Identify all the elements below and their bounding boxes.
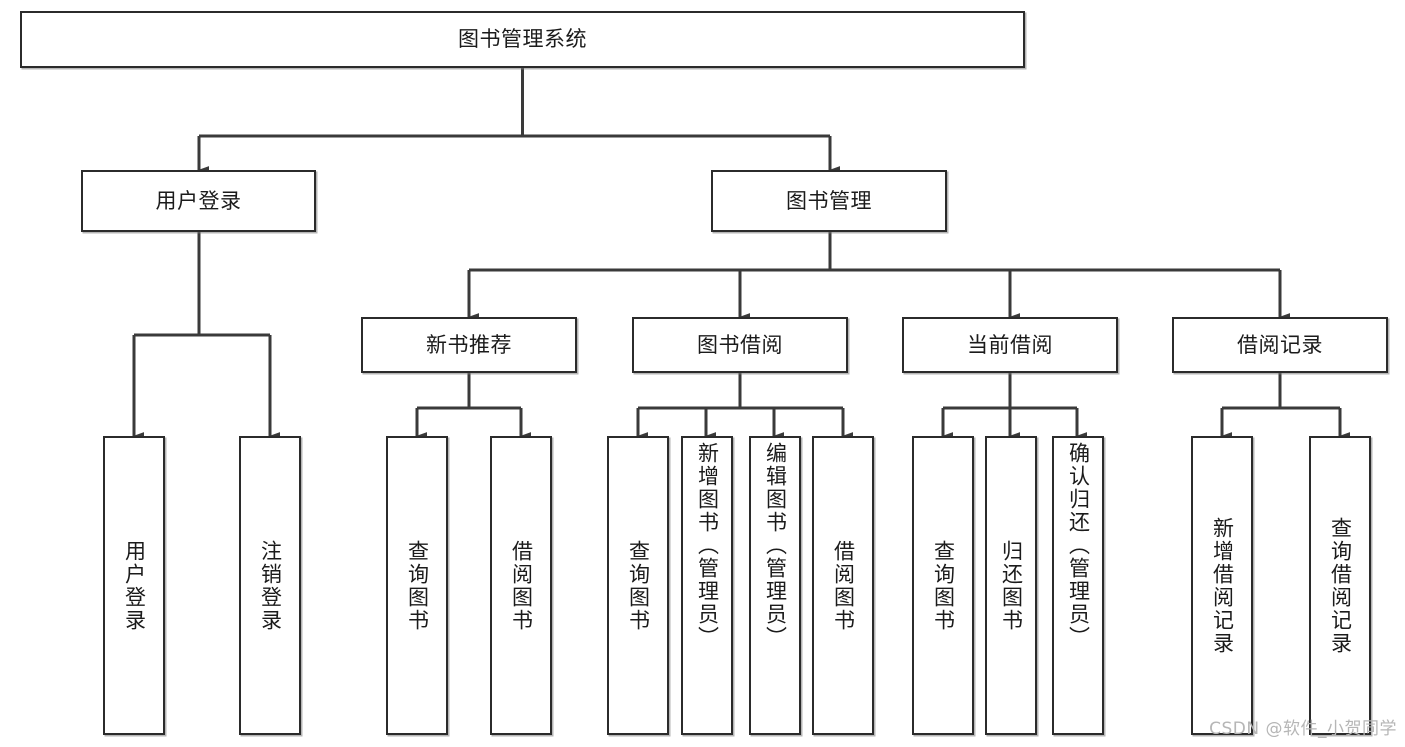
node-leaf-borrow-book-2-label: 借阅图书 [831,539,856,632]
node-leaf-logout-label: 注销登录 [258,539,283,632]
node-new-book-recommend-label: 新书推荐 [426,332,512,357]
node-leaf-confirm-return-label: 确认归还（管理员） [1066,442,1091,649]
node-user-login[interactable]: 用户登录 [81,170,316,232]
node-leaf-query-book-2[interactable]: 查询图书 [607,436,669,735]
node-user-login-label: 用户登录 [155,188,242,213]
node-leaf-query-record-label: 查询借阅记录 [1328,516,1353,655]
node-leaf-logout[interactable]: 注销登录 [239,436,301,735]
node-leaf-query-book-3-label: 查询图书 [931,539,956,632]
node-leaf-borrow-book-2[interactable]: 借阅图书 [812,436,874,735]
node-leaf-add-book-label: 新增图书（管理员） [695,442,720,649]
node-current-borrow-label: 当前借阅 [967,332,1053,357]
node-leaf-borrow-book-1-label: 借阅图书 [509,539,534,632]
node-leaf-query-book-2-label: 查询图书 [626,539,651,632]
node-borrow-record[interactable]: 借阅记录 [1172,317,1388,373]
node-book-management[interactable]: 图书管理 [711,170,947,232]
node-leaf-return-book[interactable]: 归还图书 [985,436,1037,735]
node-leaf-user-login-label: 用户登录 [122,539,147,632]
node-borrow-record-label: 借阅记录 [1237,332,1323,357]
node-leaf-return-book-label: 归还图书 [999,539,1024,632]
node-leaf-add-record-label: 新增借阅记录 [1210,516,1235,655]
node-leaf-add-record[interactable]: 新增借阅记录 [1191,436,1253,735]
node-current-borrow[interactable]: 当前借阅 [902,317,1118,373]
node-leaf-query-book-1-label: 查询图书 [405,539,430,632]
node-leaf-borrow-book-1[interactable]: 借阅图书 [490,436,552,735]
node-book-borrow-label: 图书借阅 [697,332,783,357]
node-book-borrow[interactable]: 图书借阅 [632,317,848,373]
node-leaf-query-book-1[interactable]: 查询图书 [386,436,448,735]
node-leaf-query-record[interactable]: 查询借阅记录 [1309,436,1371,735]
node-leaf-user-login[interactable]: 用户登录 [103,436,165,735]
node-root[interactable]: 图书管理系统 [20,11,1025,68]
node-leaf-edit-book-label: 编辑图书（管理员） [763,442,788,649]
node-leaf-confirm-return[interactable]: 确认归还（管理员） [1052,436,1104,735]
node-root-label: 图书管理系统 [458,27,587,52]
node-new-book-recommend[interactable]: 新书推荐 [361,317,577,373]
node-leaf-add-book[interactable]: 新增图书（管理员） [681,436,733,735]
node-leaf-edit-book[interactable]: 编辑图书（管理员） [749,436,801,735]
node-book-management-label: 图书管理 [786,188,872,213]
node-leaf-query-book-3[interactable]: 查询图书 [912,436,974,735]
watermark-label: CSDN @软件_小贺同学 [1209,719,1397,739]
